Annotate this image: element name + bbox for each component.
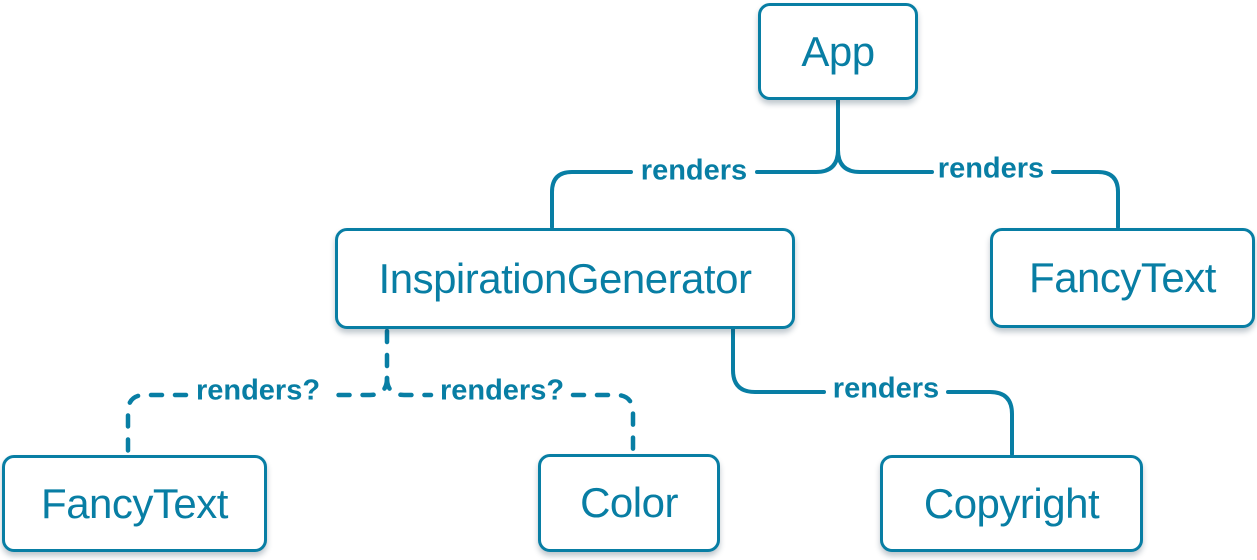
edge-label-renders-app-to-inspiration-generator: renders (640, 154, 748, 187)
edge-app-stem-left-branch (755, 97, 840, 174)
node-fancy-text-bottom: FancyText (2, 455, 267, 552)
edge-label-renders-question-fancy-text: renders? (195, 374, 321, 407)
edge-label-renders-app-to-fancy-text: renders (937, 152, 1045, 185)
dashed-edge-to-color (570, 392, 636, 457)
node-fancy-text-bottom-label: FancyText (41, 479, 228, 527)
dashed-edges (125, 328, 636, 457)
node-app-label: App (801, 27, 875, 75)
node-color: Color (538, 454, 720, 552)
node-copyright: Copyright (880, 455, 1143, 552)
node-inspiration-generator-label: InspirationGenerator (378, 254, 752, 302)
node-copyright-label: Copyright (923, 479, 1100, 527)
dashed-edge-right-branch (384, 375, 434, 398)
dashed-edge-to-fancy-text-bottom (125, 392, 189, 457)
edge-to-copyright (946, 390, 1014, 456)
edge-label-renders-copyright: renders (832, 372, 940, 405)
edge-inspiration-generator-stem (731, 327, 826, 394)
edge-app-right-branch (836, 148, 934, 174)
node-fancy-text-top-label: FancyText (1029, 254, 1216, 301)
node-fancy-text-top: FancyText (990, 228, 1255, 328)
edge-label-renders-question-color: renders? (439, 374, 565, 407)
dashed-edge-left-branch (329, 375, 390, 398)
edge-to-inspiration-generator (550, 170, 633, 229)
node-inspiration-generator: InspirationGenerator (335, 228, 795, 329)
node-color-label: Color (580, 479, 678, 526)
edge-to-fancy-text-top (1051, 170, 1120, 229)
solid-edges (550, 97, 1120, 456)
node-app: App (758, 3, 918, 100)
